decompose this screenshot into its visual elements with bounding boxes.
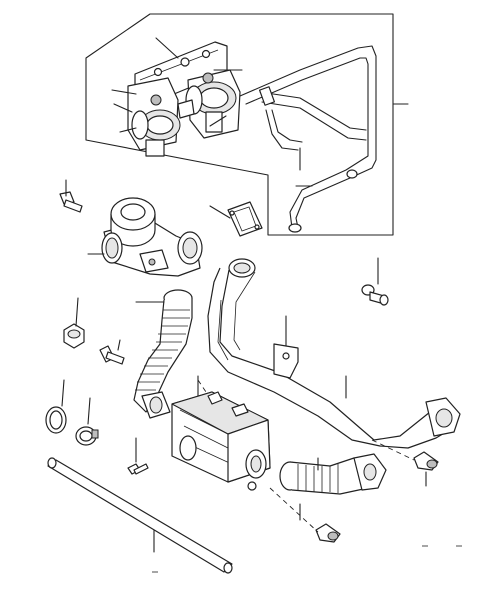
corrugated-pipe[interactable]	[279, 453, 387, 495]
seal-ring[interactable]	[45, 406, 67, 434]
stud[interactable]	[127, 463, 149, 475]
bolt[interactable]	[315, 523, 341, 543]
alignment-line	[371, 439, 415, 461]
egr-valve[interactable]	[101, 197, 203, 277]
egr-pipe[interactable]	[207, 258, 461, 449]
alignment-line	[197, 379, 207, 393]
hose[interactable]	[47, 457, 233, 574]
flexible-pipe[interactable]	[133, 289, 193, 419]
bolt[interactable]	[413, 451, 439, 471]
assembly-group-outline	[85, 13, 394, 236]
nut[interactable]	[63, 323, 85, 349]
hose-clip[interactable]	[75, 426, 99, 446]
bolt[interactable]	[59, 191, 83, 213]
banjo-bolt[interactable]	[361, 284, 389, 306]
valve-assembly[interactable]	[127, 41, 241, 157]
coolant-pipe-frame[interactable]	[239, 45, 377, 233]
callout-leaders	[61, 37, 427, 553]
gasket[interactable]	[227, 201, 263, 237]
bolt[interactable]	[99, 345, 125, 365]
egr-cooler[interactable]	[171, 391, 271, 491]
alignment-line	[269, 487, 319, 533]
